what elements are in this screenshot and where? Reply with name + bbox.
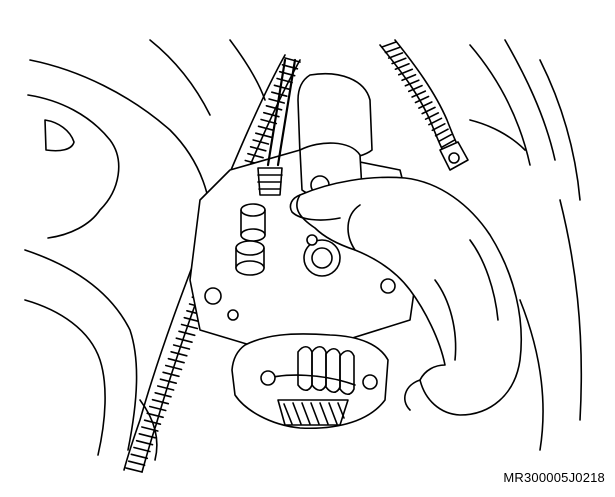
hose-right [379, 39, 469, 171]
cover-grille [277, 399, 349, 426]
injector-pipe [257, 58, 297, 196]
pump-cover [231, 333, 389, 430]
cover-bolt-left [260, 370, 276, 386]
fitting-upper [240, 203, 266, 217]
hand [289, 176, 523, 416]
clamp-bolt [448, 152, 460, 164]
right-bolt [380, 278, 396, 294]
fitting-lower [235, 240, 265, 256]
cover-fins [297, 345, 355, 396]
background-right-structure [469, 39, 583, 451]
reference-code: MR300005J0218 [503, 470, 605, 485]
mount-hole-left [204, 287, 222, 305]
cover-bolt-right [362, 374, 378, 390]
mount-hole-small [227, 309, 239, 321]
pump-port-small [306, 234, 318, 246]
